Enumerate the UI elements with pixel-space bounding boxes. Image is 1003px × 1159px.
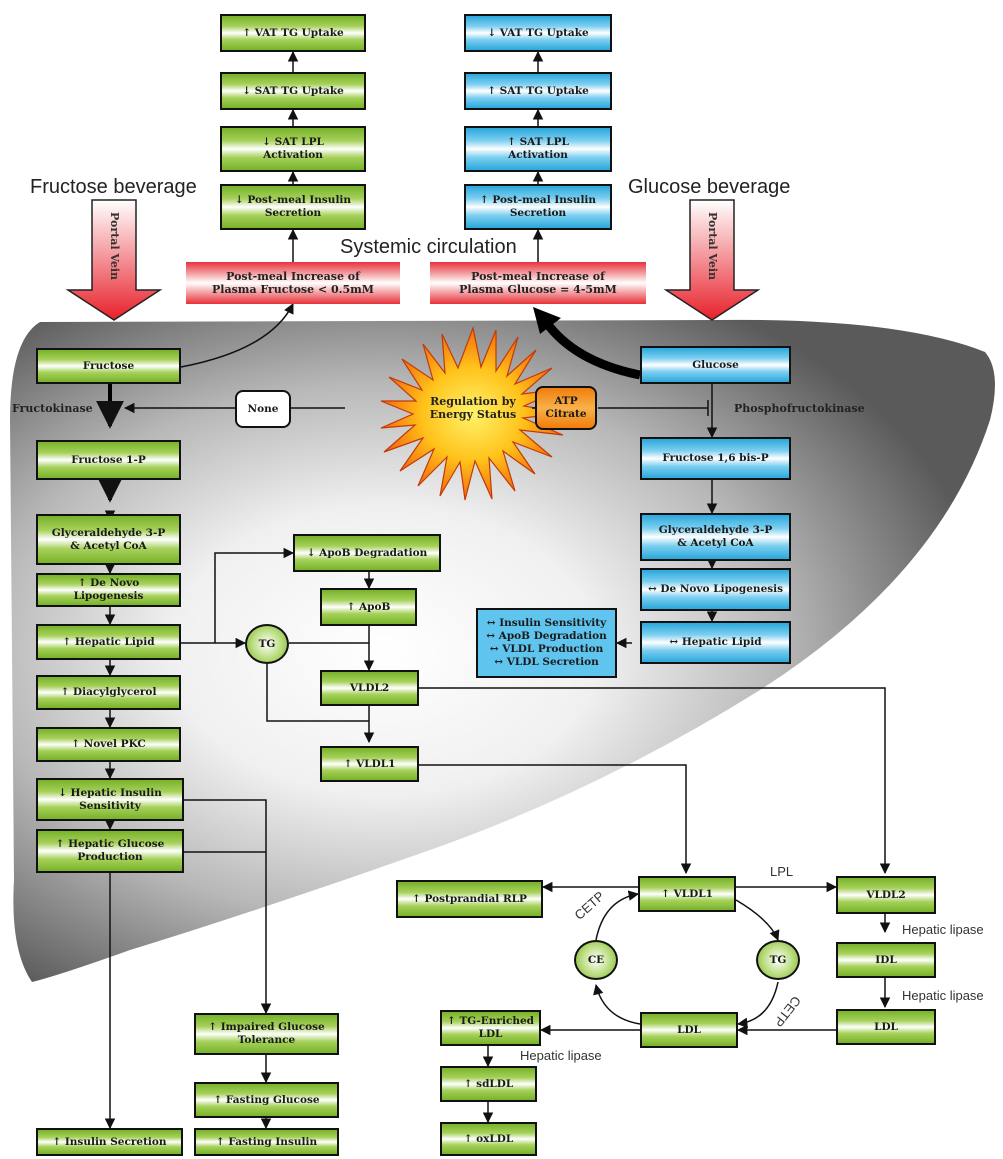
fasting-insulin-box: ↑ Fasting Insulin — [194, 1128, 339, 1156]
phosphofructokinase-label: Phosphofructokinase — [734, 402, 865, 415]
summary-vldl-secretion: ↔ VLDL Secretion — [494, 656, 599, 669]
impaired-glucose-tolerance-box: ↑ Impaired Glucose Tolerance — [194, 1013, 339, 1055]
tg-circle-liver: TG — [245, 624, 289, 664]
fructose-beverage-label: Fructose beverage — [30, 176, 197, 198]
regulation-star-label: Regulation by Energy Status — [429, 394, 517, 421]
hepatic-insulin-sensitivity-box: ↓ Hepatic Insulin Sensitivity — [36, 778, 184, 821]
portal-vein-label-glucose: Portal Vein — [706, 212, 719, 281]
ldl-cycle-box: LDL — [640, 1012, 738, 1048]
fructose-de-novo-lipogenesis: ↑ De Novo Lipogenesis — [36, 573, 181, 607]
diacylglycerol-box: ↑ Diacylglycerol — [36, 675, 181, 710]
vldl2-liver-box: VLDL2 — [320, 670, 419, 706]
glucose-hepatic-lipid: ↔ Hepatic Lipid — [640, 621, 791, 664]
fructose-sat-tg-uptake: ↓ SAT TG Uptake — [220, 72, 366, 110]
glyceraldehyde-glucose-box: Glyceraldehyde 3-P & Acetyl CoA — [640, 513, 791, 561]
sdldl-box: ↑ sdLDL — [440, 1066, 537, 1102]
tg-enriched-ldl-box: ↑ TG-Enriched LDL — [440, 1010, 541, 1046]
hepatic-lipase-label-2: Hepatic lipase — [902, 988, 984, 1003]
fructose-bisp-box: Fructose 1,6 bis-P — [640, 437, 791, 480]
portal-vein-label-fructose: Portal Vein — [108, 212, 121, 281]
apob-box: ↑ ApoB — [320, 588, 417, 626]
fructose-hepatic-lipid: ↑ Hepatic Lipid — [36, 624, 181, 660]
fructose-box: Fructose — [36, 348, 181, 384]
vldl1-plasma-box: ↑ VLDL1 — [638, 876, 736, 912]
summary-apob-degradation: ↔ ApoB Degradation — [486, 629, 607, 642]
insulin-secretion-box: ↑ Insulin Secretion — [36, 1128, 183, 1156]
vldl1-liver-box: ↑ VLDL1 — [320, 746, 419, 782]
glyceraldehyde-fructose-box: Glyceraldehyde 3-P & Acetyl CoA — [36, 514, 181, 565]
glucose-box: Glucose — [640, 346, 791, 384]
oxldl-box: ↑ oxLDL — [440, 1122, 537, 1156]
vldl2-plasma-box: VLDL2 — [836, 876, 936, 914]
hepatic-glucose-production-box: ↑ Hepatic Glucose Production — [36, 829, 184, 873]
portal-vein-arrow-fructose — [65, 199, 163, 321]
plasma-fructose-box: Post-meal Increase of Plasma Fructose < … — [186, 262, 400, 304]
apob-degradation-box: ↓ ApoB Degradation — [293, 534, 441, 572]
glucose-vat-tg-uptake: ↓ VAT TG Uptake — [464, 14, 612, 52]
novel-pkc-box: ↑ Novel PKC — [36, 727, 181, 762]
summary-insulin-sensitivity: ↔ Insulin Sensitivity — [486, 616, 607, 629]
fructose-insulin-secretion: ↓ Post-meal Insulin Secretion — [220, 184, 366, 230]
fructose-sat-lpl-activation: ↓ SAT LPL Activation — [220, 126, 366, 172]
fructose-vat-tg-uptake: ↑ VAT TG Uptake — [220, 14, 366, 52]
tg-circle-plasma: TG — [756, 940, 800, 980]
none-box: None — [235, 390, 291, 428]
glucose-de-novo-lipogenesis: ↔ De Novo Lipogenesis — [640, 568, 791, 611]
glucose-beverage-label: Glucose beverage — [628, 176, 791, 198]
summary-vldl-production: ↔ VLDL Production — [489, 643, 604, 655]
lpl-label: LPL — [770, 864, 794, 879]
portal-vein-arrow-glucose — [663, 199, 761, 321]
plasma-glucose-box: Post-meal Increase of Plasma Glucose = 4… — [430, 262, 646, 304]
atp-citrate-box: ATP Citrate — [535, 386, 597, 430]
hepatic-lipase-label-3: Hepatic lipase — [520, 1048, 602, 1063]
glucose-summary-box: ↔ Insulin Sensitivity ↔ ApoB Degradation… — [476, 608, 617, 678]
ce-circle: CE — [574, 940, 618, 980]
hepatic-lipase-label-1: Hepatic lipase — [902, 922, 984, 937]
fasting-glucose-box: ↑ Fasting Glucose — [194, 1082, 339, 1118]
glucose-sat-tg-uptake: ↑ SAT TG Uptake — [464, 72, 612, 110]
systemic-circulation-label: Systemic circulation — [340, 236, 517, 258]
postprandial-rlp-box: ↑ Postprandial RLP — [396, 880, 543, 918]
fructose-1p-box: Fructose 1-P — [36, 440, 181, 480]
regulation-starburst — [380, 325, 566, 501]
glucose-insulin-secretion: ↑ Post-meal Insulin Secretion — [464, 184, 612, 230]
ldl-right-box: LDL — [836, 1009, 936, 1045]
glucose-sat-lpl-activation: ↑ SAT LPL Activation — [464, 126, 612, 172]
fructokinase-label: Fructokinase — [12, 402, 93, 415]
idl-box: IDL — [836, 942, 936, 978]
